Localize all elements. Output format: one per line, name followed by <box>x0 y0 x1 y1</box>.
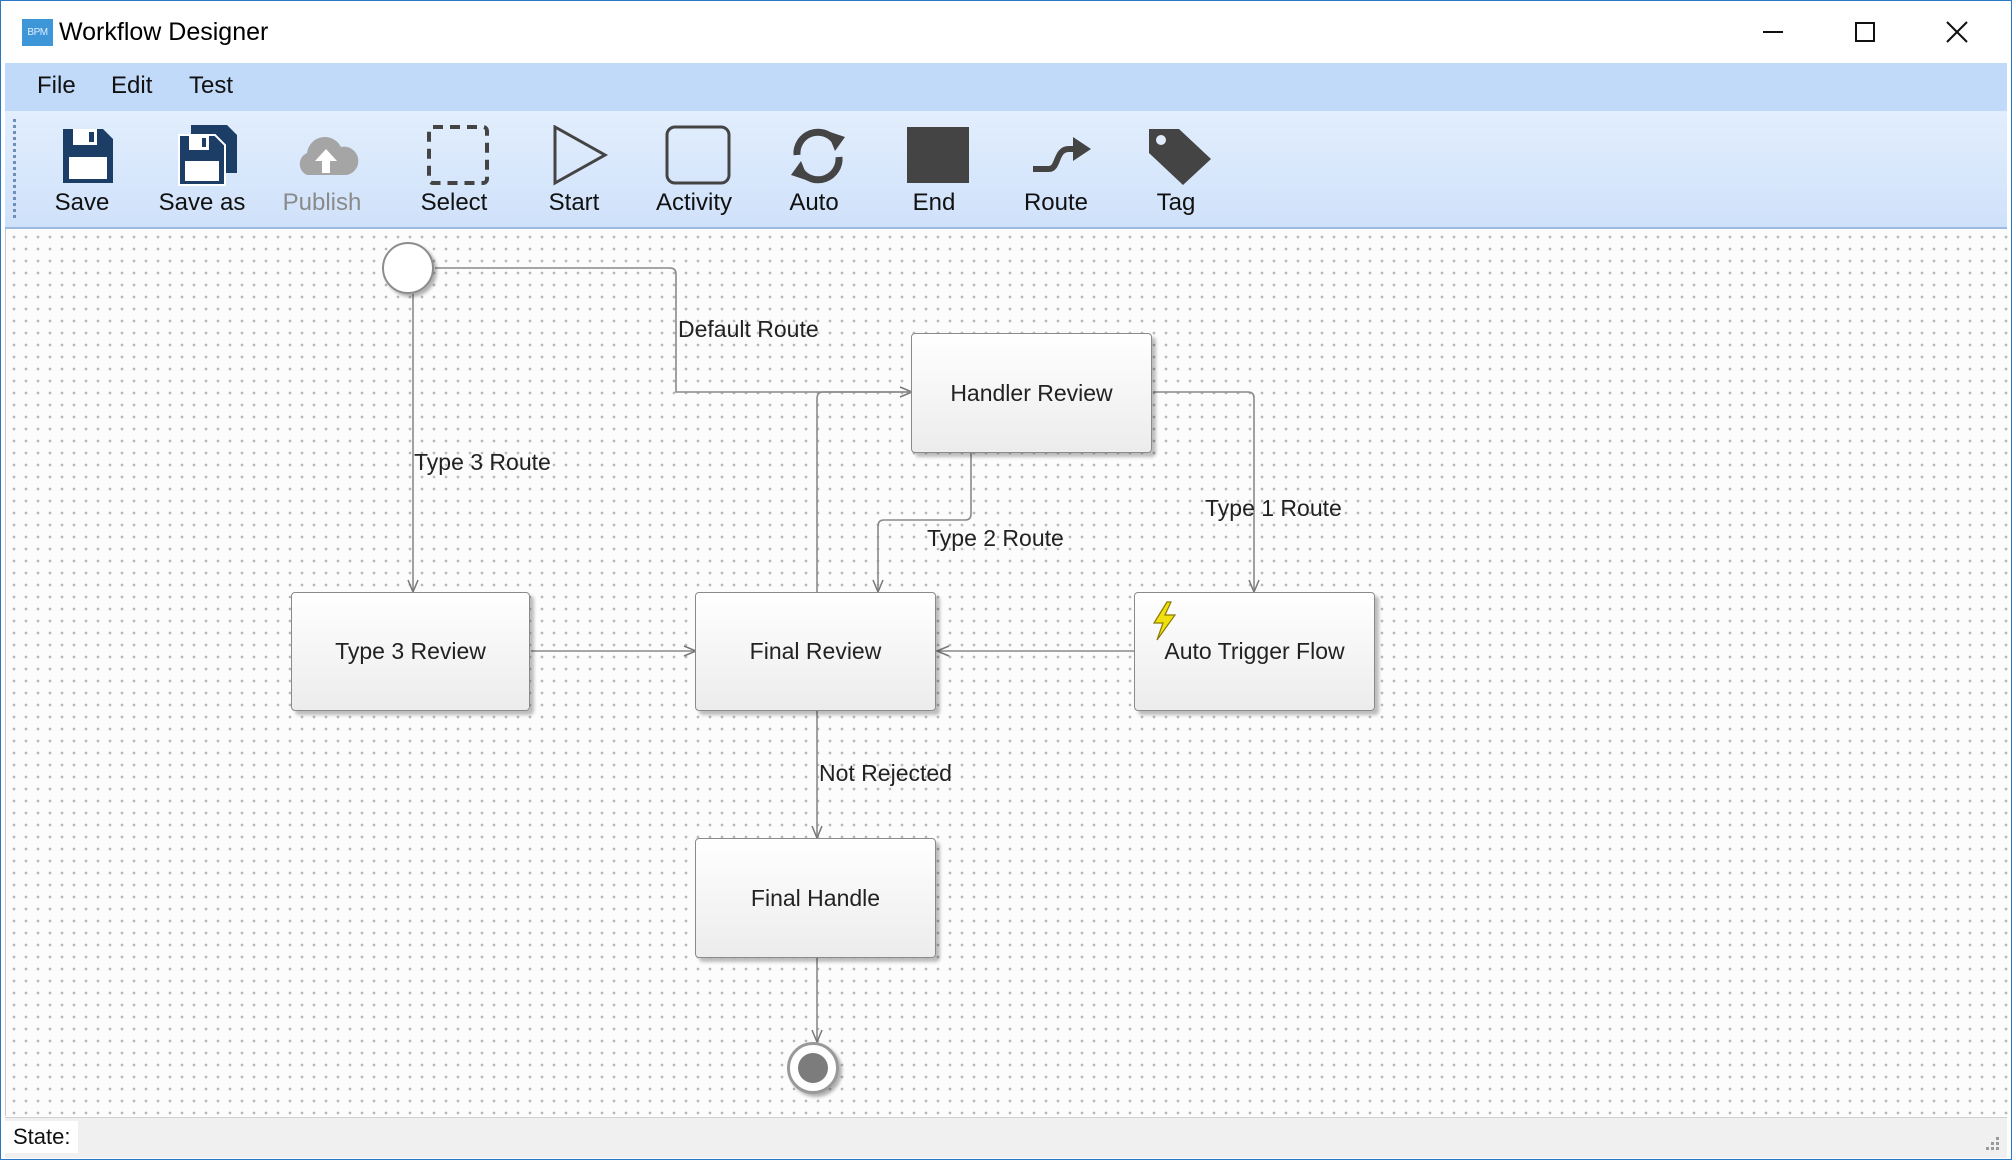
toolbar-grip[interactable] <box>13 119 16 219</box>
edge-label-not-rejected[interactable]: Not Rejected <box>819 760 952 786</box>
save-button[interactable]: Save <box>27 117 137 221</box>
activity-tool[interactable]: Activity <box>639 117 749 221</box>
route-tool[interactable]: Route <box>1001 117 1111 221</box>
node-label: Auto Trigger Flow <box>1164 638 1345 664</box>
tag-tool[interactable]: Tag <box>1121 117 1231 221</box>
node-label: Type 3 Review <box>335 638 486 664</box>
node-type3-review[interactable]: Type 3 Review <box>291 592 530 711</box>
tag-icon <box>1149 129 1211 185</box>
close-button[interactable] <box>1911 1 2003 63</box>
start-event[interactable] <box>382 242 434 294</box>
route-label: Route <box>1023 189 1089 216</box>
menu-edit[interactable]: Edit <box>111 72 153 99</box>
node-label: Final Review <box>749 638 882 664</box>
end-label: End <box>912 189 956 216</box>
node-handler-review[interactable]: Handler Review <box>911 333 1152 453</box>
activity-label: Activity <box>655 189 732 216</box>
edge-label-type2-route[interactable]: Type 2 Route <box>927 525 1064 551</box>
maximize-icon <box>1855 22 1875 42</box>
toolbar: Save Save as Publish Select <box>5 111 2007 229</box>
edge-type2-route <box>878 453 972 592</box>
start-tool[interactable]: Start <box>519 117 629 221</box>
select-label: Select <box>420 189 488 216</box>
save-as-label: Save as <box>158 189 246 216</box>
cloud-upload-icon <box>299 137 359 175</box>
publish-button[interactable]: Publish <box>267 117 377 221</box>
save-label: Save <box>54 189 110 216</box>
save-as-button[interactable]: Save as <box>147 117 257 221</box>
menu-bar: File Edit Test <box>5 63 2007 111</box>
state-label: State: <box>5 1121 79 1153</box>
edge-final-to-handler <box>816 391 912 592</box>
close-icon <box>1946 21 1968 43</box>
minimize-button[interactable] <box>1727 1 1819 63</box>
node-final-review[interactable]: Final Review <box>695 592 936 711</box>
rounded-rectangle-icon <box>665 125 731 185</box>
filled-square-icon <box>907 127 969 183</box>
selection-marquee-icon <box>427 125 489 185</box>
node-label: Handler Review <box>950 379 1113 406</box>
node-label: Final Handle <box>750 884 881 911</box>
save-as-icon <box>178 125 237 186</box>
floppy-disk-icon <box>63 129 113 183</box>
tag-label: Tag <box>1156 189 1196 216</box>
lightning-bolt-icon <box>1152 601 1177 641</box>
end-tool[interactable]: End <box>879 117 989 221</box>
edge-type1-route <box>1153 391 1254 592</box>
edge-label-type3-route[interactable]: Type 3 Route <box>414 449 551 475</box>
end-event-core <box>798 1053 828 1083</box>
connector-layer <box>6 267 2008 1116</box>
publish-label: Publish <box>282 189 362 216</box>
select-tool[interactable]: Select <box>399 117 509 221</box>
edge-label-default-route[interactable]: Default Route <box>678 316 819 342</box>
curved-arrow-icon <box>1033 137 1091 172</box>
maximize-button[interactable] <box>1819 1 1911 63</box>
edge-label-type1-route[interactable]: Type 1 Route <box>1205 495 1342 521</box>
app-icon: BPM <box>22 19 53 46</box>
node-final-handle[interactable]: Final Handle <box>695 838 936 958</box>
title-bar: BPM Workflow Designer <box>1 1 2011 63</box>
menu-file[interactable]: File <box>37 72 76 99</box>
menu-test[interactable]: Test <box>189 72 234 99</box>
auto-tool[interactable]: Auto <box>759 117 869 221</box>
resize-grip-icon[interactable] <box>1981 1134 2001 1154</box>
play-triangle-icon <box>553 125 609 186</box>
end-event[interactable] <box>787 1042 839 1094</box>
status-bar: State: <box>5 1117 2007 1158</box>
refresh-icon <box>791 128 845 184</box>
node-auto-trigger-flow[interactable]: Auto Trigger Flow <box>1134 592 1375 711</box>
edge-default-route <box>435 267 912 392</box>
window-title: Workflow Designer <box>59 18 269 46</box>
auto-label: Auto <box>789 189 839 216</box>
start-label: Start <box>548 189 600 216</box>
minimize-icon <box>1763 31 1783 33</box>
